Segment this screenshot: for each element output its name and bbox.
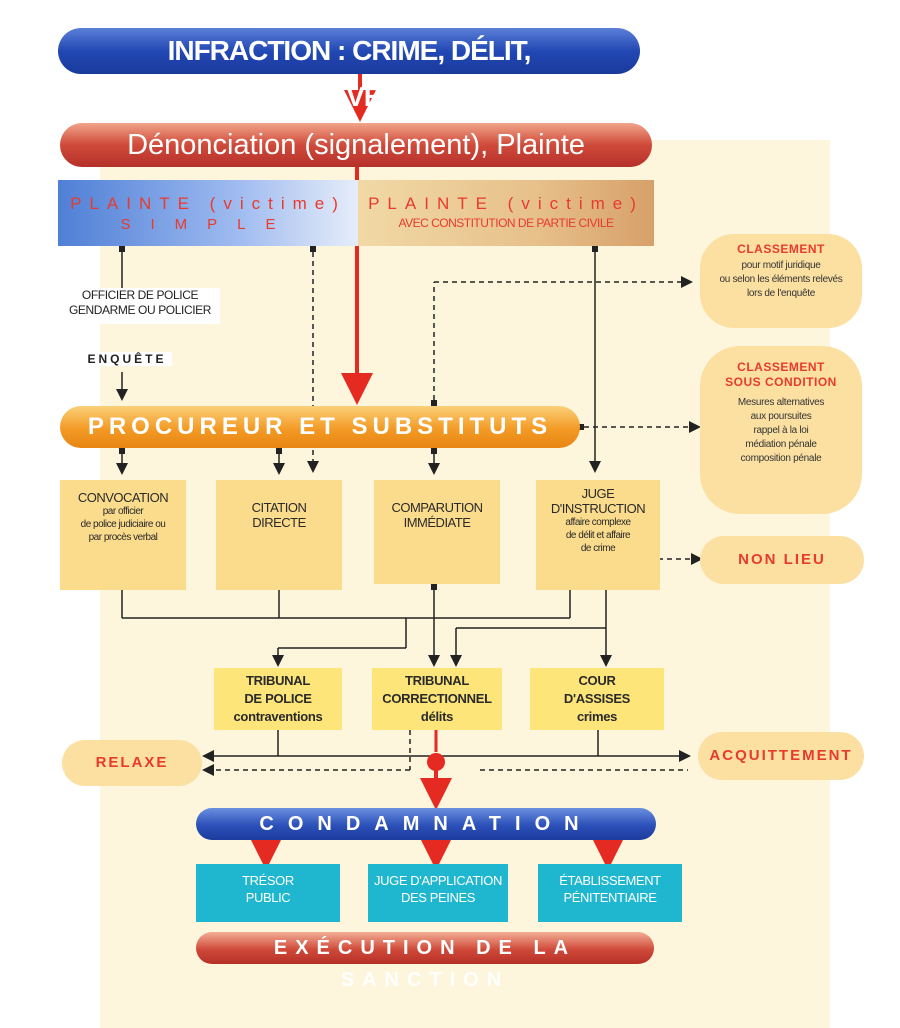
classement-condition-line: Mesures alternatives [737, 397, 825, 408]
classement-line: lors de l'enquête [747, 288, 815, 299]
classement-line: ou selon les éléments relevés [719, 274, 843, 285]
etablissement-line1: ÉTABLISSEMENT [559, 873, 661, 888]
juge-line: affaire complexe [565, 517, 631, 528]
comparution-box: COMPARUTION IMMÉDIATE [374, 480, 500, 584]
condamnation-banner: CONDAMNATION [196, 808, 656, 840]
tribunal-police-box: TRIBUNAL DE POLICE contraventions [214, 668, 342, 730]
cour-assises-line1: COUR [578, 673, 616, 688]
convocation-box: CONVOCATION par officier de police judic… [60, 480, 186, 590]
classement-title: CLASSEMENT [737, 242, 825, 256]
plainte-civile-box: PLAINTE (victime) AVEC CONSTITUTION DE P… [358, 180, 654, 246]
convocation-line: par procès verbal [88, 532, 158, 543]
cour-assises-line3: crimes [576, 709, 618, 724]
juge-instruction-box: JUGE D'INSTRUCTION affaire complexe de d… [536, 480, 660, 590]
convocation-line: de police judiciaire ou [80, 519, 166, 530]
plainte-simple-line1: PLAINTE (victime) [70, 194, 346, 213]
acquittement-oval: ACQUITTEMENT [698, 732, 864, 780]
citation-line2: DIRECTE [252, 515, 306, 530]
officier-line2: GENDARME OU POLICIER [68, 303, 212, 317]
tribunal-correctionnel-line1: TRIBUNAL [404, 673, 470, 688]
juge-application-box: JUGE D'APPLICATION DES PEINES [368, 864, 508, 922]
plainte-simple-line2: SIMPLE [120, 216, 296, 233]
tresor-box: TRÉSOR PUBLIC [196, 864, 340, 922]
enquete-label: ENQUÊTE [82, 352, 172, 366]
comparution-line2: IMMÉDIATE [403, 515, 471, 530]
convocation-title: CONVOCATION [77, 490, 169, 505]
classement-condition-oval: CLASSEMENT SOUS CONDITION Mesures altern… [700, 346, 862, 514]
plainte-civile-line2: AVEC CONSTITUTION DE PARTIE CIVILE [398, 216, 614, 230]
plainte-civile-line1: PLAINTE (victime) [368, 194, 644, 213]
classement-condition-title: CLASSEMENT [737, 360, 825, 374]
juge-line2: D'INSTRUCTION [550, 501, 646, 516]
classement-condition-line: aux poursuites [750, 411, 812, 422]
tribunal-police-line1: TRIBUNAL [245, 673, 311, 688]
etablissement-box: ÉTABLISSEMENT PÉNITENTIAIRE [538, 864, 682, 922]
citation-box: CITATION DIRECTE [216, 480, 342, 590]
juge-line: de crime [580, 543, 616, 554]
tresor-line2: PUBLIC [245, 890, 291, 905]
non-lieu-oval: NON LIEU [700, 536, 864, 584]
tresor-line1: TRÉSOR [242, 873, 294, 888]
classement-condition-line: composition pénale [740, 453, 822, 464]
tribunal-police-line3: contraventions [233, 709, 323, 724]
etablissement-line2: PÉNITENTIAIRE [563, 890, 657, 905]
officier-line1: OFFICIER DE POLICE [81, 288, 199, 302]
relaxe-oval: RELAXE [62, 740, 202, 786]
convocation-line: par officier [102, 506, 144, 517]
juge-line: de délit et affaire [565, 530, 631, 541]
tribunal-police-line2: DE POLICE [244, 691, 312, 706]
classement-condition-title2: SOUS CONDITION [725, 375, 837, 389]
citation-line1: CITATION [251, 500, 307, 515]
classement-condition-line: rappel à la loi [753, 425, 809, 436]
tribunal-correctionnel-box: TRIBUNAL CORRECTIONNEL délits [372, 668, 502, 730]
procureur-banner: PROCUREUR ET SUBSTITUTS [60, 406, 580, 448]
juge-application-line2: DES PEINES [400, 890, 476, 905]
classement-condition-line: médiation pénale [745, 439, 817, 450]
tribunal-correctionnel-line3: délits [420, 709, 454, 724]
plainte-simple-box: PLAINTE (victime) SIMPLE [58, 180, 358, 246]
execution-banner: EXÉCUTION DE LA SANCTION [196, 932, 654, 991]
juge-line1: JUGE [581, 486, 615, 501]
juge-application-line1: JUGE D'APPLICATION [374, 873, 502, 888]
classement-oval: CLASSEMENT pour motif juridique ou selon… [700, 234, 862, 328]
cour-assises-box: COUR D'ASSISES crimes [530, 668, 664, 730]
cour-assises-line2: D'ASSISES [563, 691, 631, 706]
tribunal-correctionnel-line2: CORRECTIONNEL [382, 691, 492, 706]
title-banner: INFRACTION : CRIME, DÉLIT, CONTRAVENTION [58, 28, 640, 112]
denonciation-banner: Dénonciation (signalement), Plainte [60, 123, 652, 167]
classement-line: pour motif juridique [741, 260, 821, 271]
comparution-line1: COMPARUTION [391, 500, 483, 515]
officier-label: OFFICIER DE POLICE GENDARME OU POLICIER [60, 288, 220, 324]
